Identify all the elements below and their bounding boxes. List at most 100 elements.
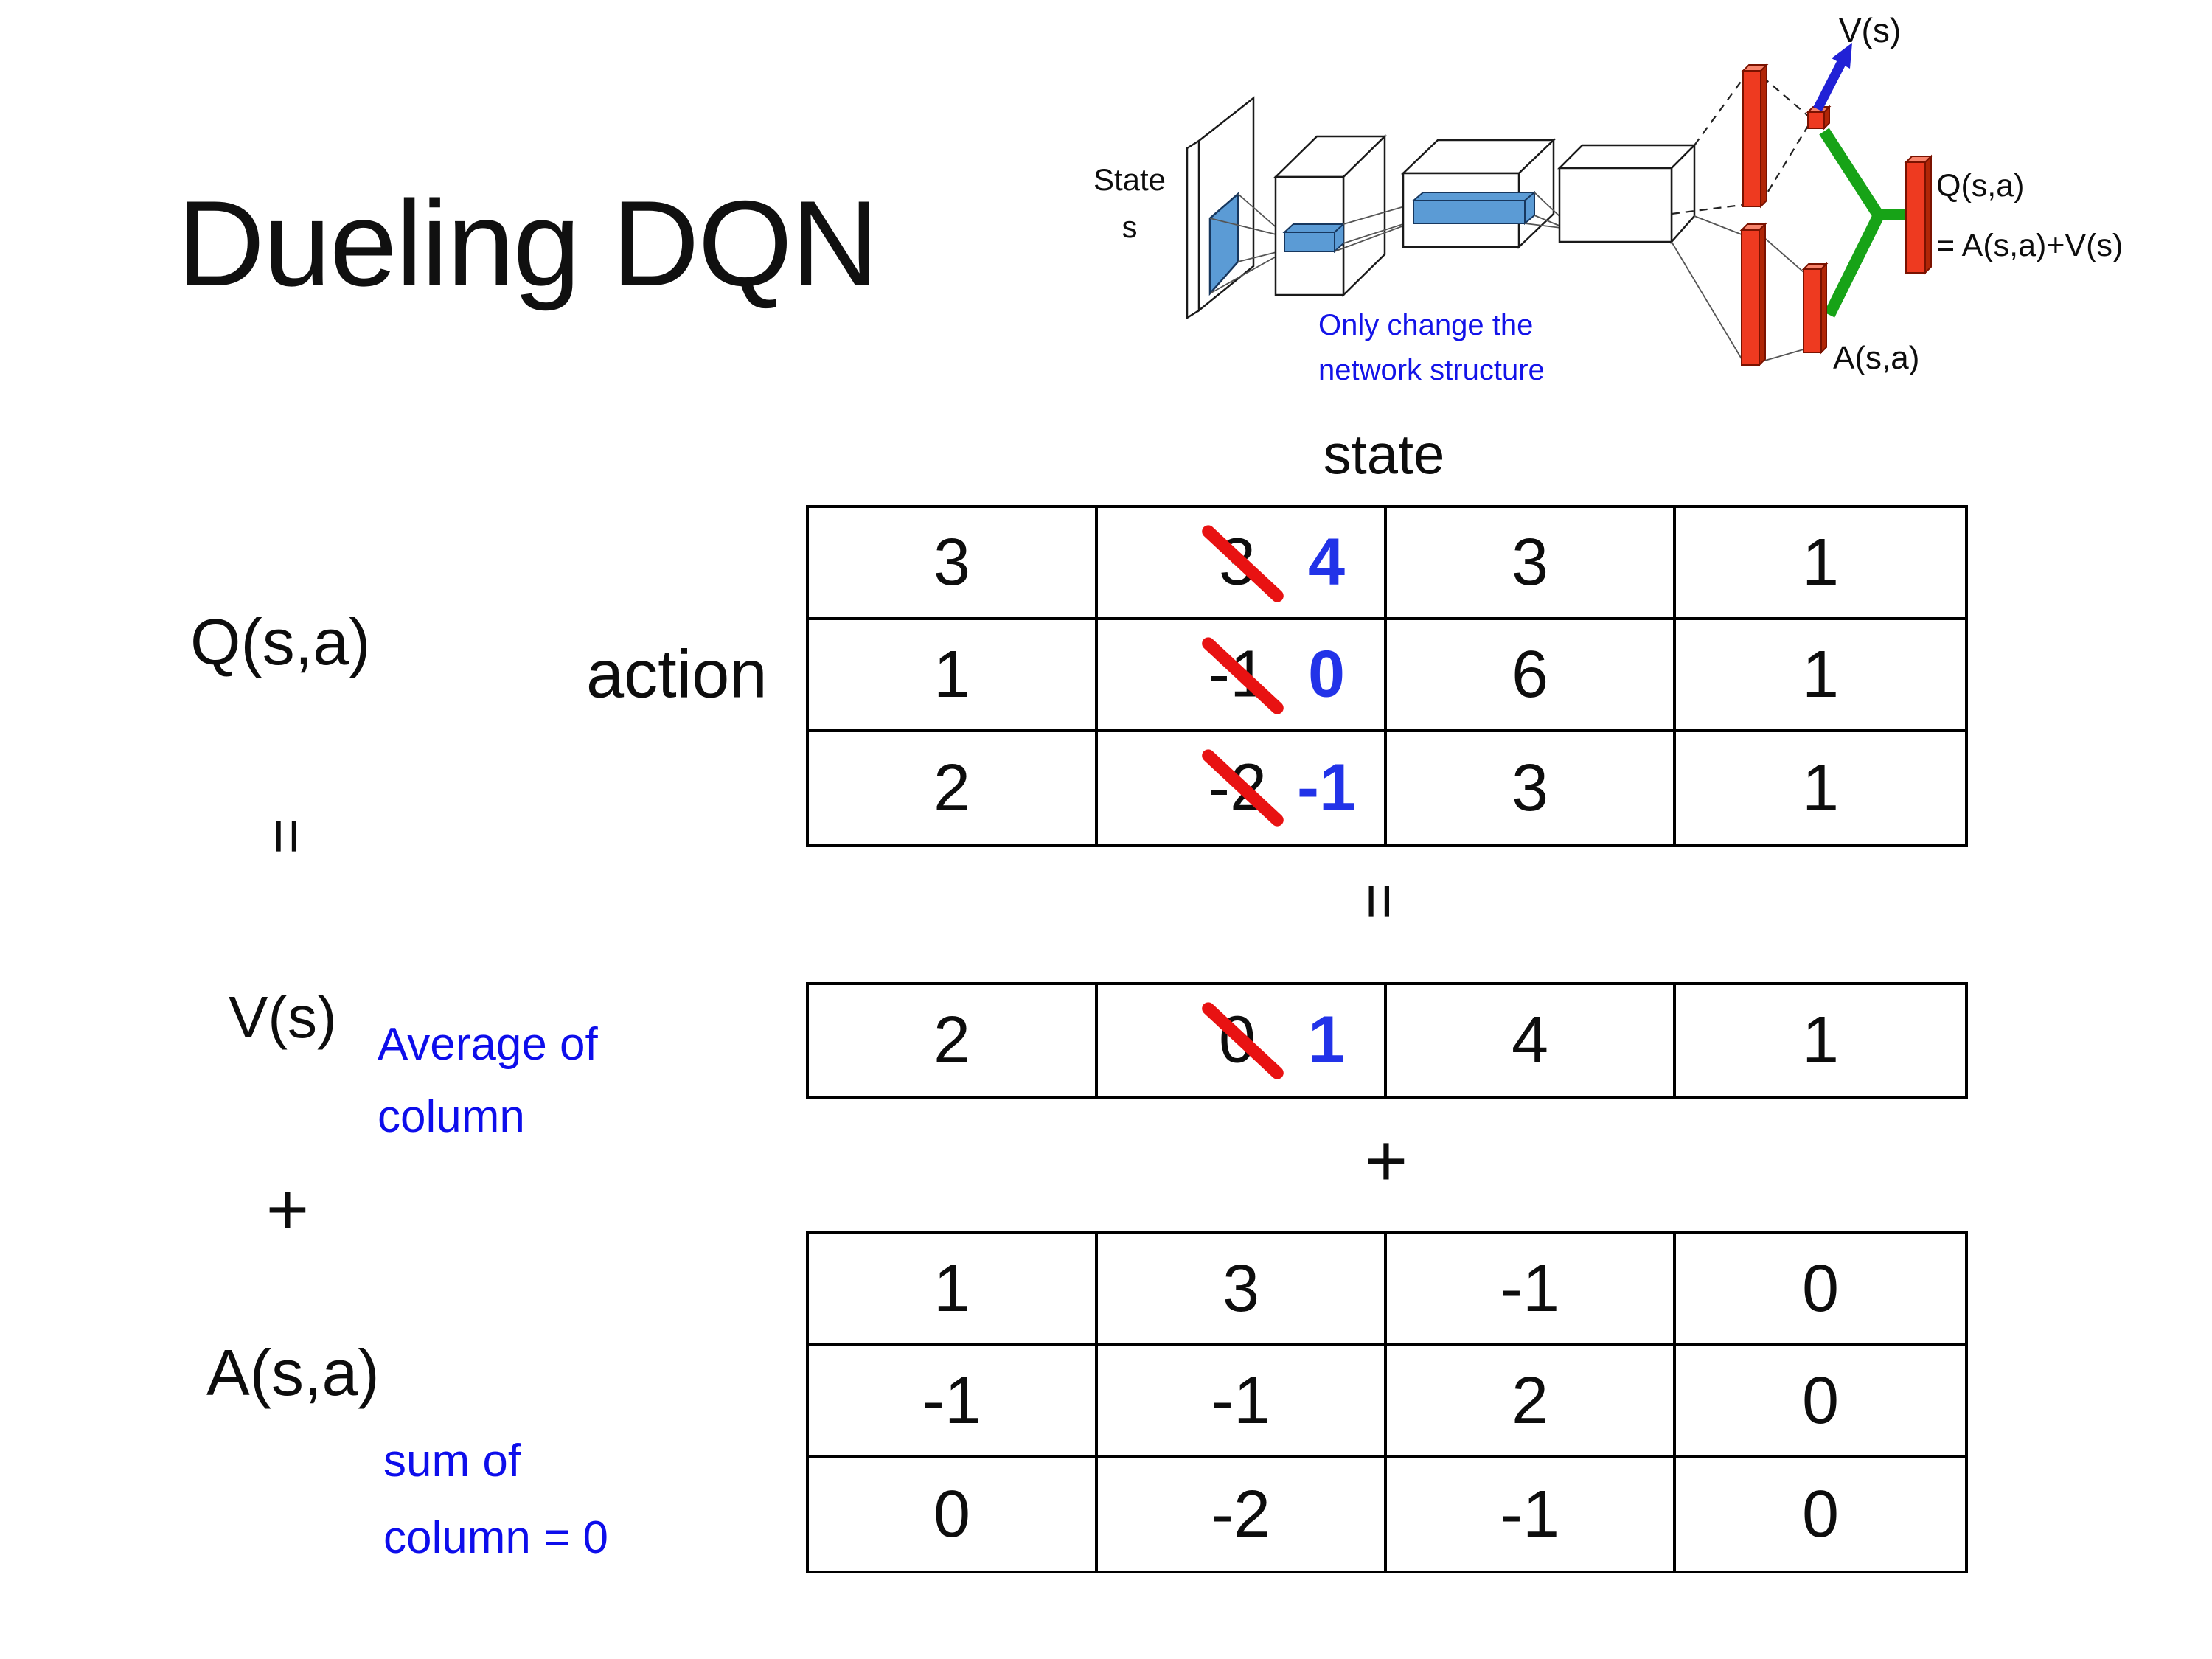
v-value: 4 bbox=[1511, 1003, 1549, 1077]
feature-bar-1-icon bbox=[1282, 222, 1346, 254]
sum-note-line1: sum of bbox=[383, 1436, 521, 1486]
q-cell: 3 bbox=[809, 508, 1098, 620]
diagram-v-output-label: V(s) bbox=[1839, 11, 1901, 49]
a-value: -1 bbox=[1211, 1363, 1271, 1438]
new-q-value: 0 bbox=[1307, 637, 1346, 712]
new-q-value: 4 bbox=[1307, 525, 1346, 599]
diagram-state-label: State bbox=[1093, 162, 1166, 197]
a-stream-hidden-bar-icon bbox=[1739, 222, 1767, 367]
a-value: 2 bbox=[1511, 1363, 1549, 1438]
a-cell: -1 bbox=[809, 1346, 1098, 1458]
v-output-node-icon bbox=[1806, 105, 1832, 131]
v-value: 2 bbox=[933, 1003, 971, 1077]
a-cell: 2 bbox=[1387, 1346, 1676, 1458]
state-header: state bbox=[1323, 423, 1445, 487]
q-cell-updated: 3 4 bbox=[1098, 508, 1387, 620]
q-table: 3 3 4 3 1 1 -1 0 6 1 2 -2 -1 3 1 bbox=[806, 505, 1968, 847]
v-stream-hidden-bar-icon bbox=[1741, 63, 1769, 209]
a-value: 3 bbox=[1222, 1251, 1260, 1326]
q-cell-updated: -1 0 bbox=[1098, 620, 1387, 732]
q-value: 3 bbox=[933, 525, 971, 599]
a-stream-lines bbox=[1671, 215, 1804, 362]
q-cell: 1 bbox=[1676, 508, 1965, 620]
v-cell: 1 bbox=[1676, 985, 1965, 1096]
v-arrow-icon bbox=[1813, 43, 1852, 111]
v-table: 2 0 1 4 1 bbox=[806, 982, 1968, 1099]
q-cell: 3 bbox=[1387, 508, 1676, 620]
q-value: 1 bbox=[1801, 525, 1840, 599]
equals-sign-center: = bbox=[1344, 883, 1414, 919]
plus-sign-left: + bbox=[265, 1168, 310, 1251]
merge-connector-icon bbox=[1819, 128, 1908, 318]
a-cell: 3 bbox=[1098, 1234, 1387, 1346]
a-value: -1 bbox=[922, 1363, 982, 1438]
feature-bar-2-icon bbox=[1411, 190, 1537, 226]
v-value: 1 bbox=[1801, 1003, 1840, 1077]
diagram-q-output-label: Q(s,a) bbox=[1936, 168, 2024, 204]
diagram-state-sub-label: s bbox=[1122, 209, 1138, 244]
q-function-label: Q(s,a) bbox=[190, 605, 371, 678]
a-cell: -1 bbox=[1098, 1346, 1387, 1458]
diagram-note-line2: network structure bbox=[1318, 354, 1545, 386]
sum-of-column-note: sum of column = 0 bbox=[383, 1423, 608, 1576]
a-cell: -2 bbox=[1098, 1458, 1387, 1571]
input-plane-icon bbox=[1186, 96, 1255, 320]
new-q-value: -1 bbox=[1296, 751, 1357, 825]
average-of-column-note: Average of column bbox=[378, 1009, 598, 1153]
a-cell: -1 bbox=[1387, 1234, 1676, 1346]
a-cell: 0 bbox=[1676, 1346, 1965, 1458]
a-value: -2 bbox=[1211, 1477, 1271, 1551]
a-cell: 0 bbox=[1676, 1458, 1965, 1571]
sum-note-line2: column = 0 bbox=[383, 1512, 609, 1563]
q-value: 6 bbox=[1511, 637, 1549, 712]
v-function-label: V(s) bbox=[229, 984, 337, 1050]
a-value: 0 bbox=[1801, 1363, 1840, 1438]
average-note-line1: Average of bbox=[378, 1019, 598, 1070]
action-label: action bbox=[586, 636, 768, 712]
q-value: 1 bbox=[1801, 637, 1840, 712]
average-note-line2: column bbox=[378, 1091, 525, 1142]
a-value: -1 bbox=[1500, 1477, 1560, 1551]
v-cell: 2 bbox=[809, 985, 1098, 1096]
new-v-value: 1 bbox=[1307, 1003, 1346, 1077]
q-cell-updated: -2 -1 bbox=[1098, 732, 1387, 844]
a-value: 1 bbox=[933, 1251, 971, 1326]
q-cell: 6 bbox=[1387, 620, 1676, 732]
a-cell: -1 bbox=[1387, 1458, 1676, 1571]
q-cell: 1 bbox=[1676, 732, 1965, 844]
a-function-label: A(s,a) bbox=[206, 1336, 380, 1409]
q-cell: 1 bbox=[809, 620, 1098, 732]
diagram-a-output-label: A(s,a) bbox=[1833, 340, 1919, 376]
q-value: 3 bbox=[1511, 751, 1549, 825]
v-cell-updated: 0 1 bbox=[1098, 985, 1387, 1096]
projection-lines-3 bbox=[1524, 192, 1562, 229]
plus-sign-center: + bbox=[1364, 1119, 1408, 1203]
a-value: -1 bbox=[1500, 1251, 1560, 1326]
a-cell: 1 bbox=[809, 1234, 1098, 1346]
a-value: 0 bbox=[1801, 1477, 1840, 1551]
fc-box-icon bbox=[1557, 142, 1697, 245]
page-title: Dueling DQN bbox=[177, 175, 879, 311]
diagram-q-output-formula: = A(s,a)+V(s) bbox=[1936, 228, 2123, 263]
a-cell: 0 bbox=[1676, 1234, 1965, 1346]
dueling-network-diagram: State s V(s) Q(s,a) = A(s,a)+V(s) A(s,a)… bbox=[1093, 11, 2123, 386]
projection-lines-2 bbox=[1334, 204, 1413, 252]
a-output-bar-icon bbox=[1801, 262, 1829, 355]
a-value: 0 bbox=[1801, 1251, 1840, 1326]
q-value: 3 bbox=[1511, 525, 1549, 599]
q-cell: 3 bbox=[1387, 732, 1676, 844]
q-output-bar-icon bbox=[1904, 154, 1933, 275]
q-value: 1 bbox=[1801, 751, 1840, 825]
v-cell: 4 bbox=[1387, 985, 1676, 1096]
q-cell: 1 bbox=[1676, 620, 1965, 732]
q-value: 1 bbox=[933, 637, 971, 712]
q-value: 2 bbox=[933, 751, 971, 825]
a-cell: 0 bbox=[809, 1458, 1098, 1571]
v-stream-dashed-lines bbox=[1671, 76, 1809, 215]
conv-box-1-icon bbox=[1273, 134, 1388, 297]
diagram-note-line1: Only change the bbox=[1318, 309, 1533, 341]
a-table: 1 3 -1 0 -1 -1 2 0 0 -2 -1 0 bbox=[806, 1231, 1968, 1573]
a-value: 0 bbox=[933, 1477, 971, 1551]
q-cell: 2 bbox=[809, 732, 1098, 844]
